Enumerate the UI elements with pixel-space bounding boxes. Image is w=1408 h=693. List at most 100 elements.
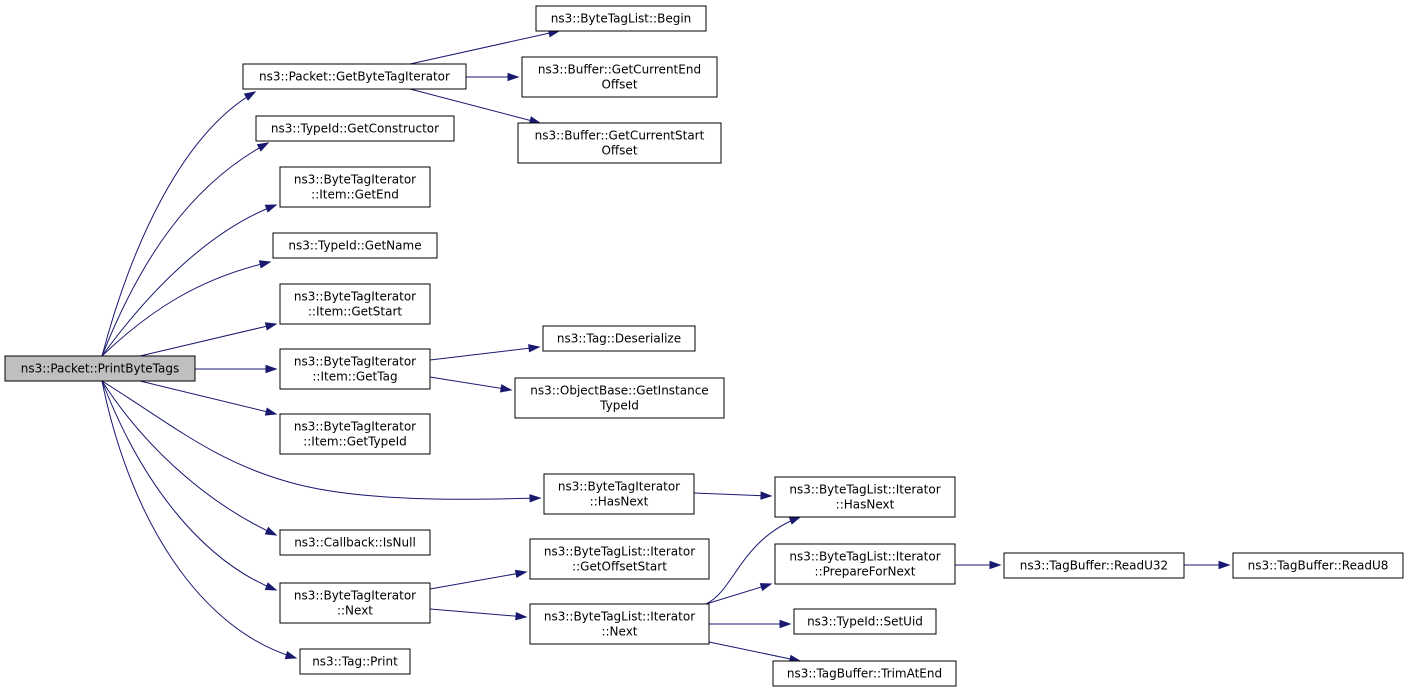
function-node-tagbuffer-read-u8[interactable]: ns3::TagBuffer::ReadU8 [1232,552,1404,579]
node-label: ns3::ObjectBase::GetInstance [530,384,708,398]
node-label: ::HasNext [836,498,895,512]
node-label: ns3::TagBuffer::TrimAtEnd [787,667,942,681]
node-label: Offset [601,78,637,92]
call-edge-list-iterator-next-to-typeid-set-uid [709,619,792,629]
call-edge-print-byte-tags-to-item-get-tag [195,364,278,374]
node-label: ns3::Callback::IsNull [294,536,416,550]
call-edge-list-iterator-prepare-for-next-to-tagbuffer-read-u32 [955,560,1002,570]
node-box [529,603,710,645]
arrowhead [256,142,270,152]
node-box [279,283,431,325]
node-label: ns3::Packet::GetByteTagIterator [259,70,450,84]
arrowhead [779,619,792,629]
node-label: ns3::ByteTagIterator [294,173,416,187]
node-label: ns3::ByteTagIterator [294,355,416,369]
node-box [279,582,431,624]
node-label: ns3::Tag::Print [312,655,398,669]
arrowhead [265,364,278,374]
node-label: ns3::Buffer::GetCurrentStart [535,129,705,143]
function-node-item-get-end[interactable]: ns3::ByteTagIterator::Item::GetEnd [279,166,431,208]
node-label: ns3::ByteTagIterator [294,589,416,603]
node-label: ns3::TypeId::GetConstructor [271,122,439,136]
node-box [242,63,467,90]
node-box [1003,552,1185,579]
arrowhead [499,384,513,393]
call-edge-iterator-has-next-to-list-iterator-has-next [693,491,773,500]
function-node-typeid-get-name[interactable]: ns3::TypeId::GetName [272,232,438,259]
call-edge-item-get-tag-to-objectbase-get-instance-type-id [429,376,513,393]
node-label: ::Item::GetTag [312,370,397,384]
node-box [272,232,438,259]
node-box [535,5,707,32]
node-label: ns3::ByteTagIterator [294,420,416,434]
arrowhead [264,322,278,331]
node-label: ns3::ByteTagList::Iterator [544,545,695,559]
node-label: ns3::Buffer::GetCurrentEnd [538,63,701,77]
node-label: ns3::ByteTagList::Iterator [789,483,940,497]
node-box [279,529,431,556]
node-label: ::Next [601,625,637,639]
node-label: ns3::TypeId::GetName [288,239,421,253]
arrowhead [989,560,1002,570]
node-box [543,473,695,515]
node-label: ::GetOffsetStart [572,560,667,574]
arrowhead [284,651,298,660]
call-edge-iterator-next-to-list-iterator-get-offset-start [429,569,528,590]
node-label: ns3::TagBuffer::ReadU8 [1248,559,1389,573]
node-box [1232,552,1404,579]
function-node-tag-deserialize[interactable]: ns3::Tag::Deserialize [542,325,696,352]
call-edge-print-byte-tags-to-iterator-next [101,380,278,591]
arrowhead [243,91,257,101]
arrowhead [507,72,520,82]
function-node-callback-is-null[interactable]: ns3::Callback::IsNull [279,529,431,556]
function-node-list-iterator-has-next[interactable]: ns3::ByteTagList::Iterator::HasNext [774,476,956,518]
function-node-list-iterator-get-offset-start[interactable]: ns3::ByteTagList::Iterator::GetOffsetSta… [529,538,710,580]
node-box [255,115,455,142]
function-node-get-byte-tag-iterator[interactable]: ns3::Packet::GetByteTagIterator [242,63,467,90]
function-node-get-constructor[interactable]: ns3::TypeId::GetConstructor [255,115,455,142]
arrowhead [529,494,542,503]
function-node-tagbuffer-trim-at-end[interactable]: ns3::TagBuffer::TrimAtEnd [772,660,957,687]
function-node-list-iterator-next[interactable]: ns3::ByteTagList::Iterator::Next [529,603,710,645]
arrowhead [1218,560,1231,570]
arrowhead [515,611,528,621]
function-node-item-get-start[interactable]: ns3::ByteTagIterator::Item::GetStart [279,283,431,325]
node-label: ns3::TagBuffer::ReadU32 [1020,559,1168,573]
call-edge-tagbuffer-read-u32-to-tagbuffer-read-u8 [1184,560,1231,570]
function-node-list-iterator-prepare-for-next[interactable]: ns3::ByteTagList::Iterator::PrepareForNe… [774,543,956,585]
function-node-item-get-tag[interactable]: ns3::ByteTagIterator::Item::GetTag [279,348,431,390]
call-edge-print-byte-tags-to-callback-is-null [101,380,278,536]
arrowhead [788,516,802,525]
node-box [517,122,722,164]
function-node-iterator-next[interactable]: ns3::ByteTagIterator::Next [279,582,431,624]
arrowhead [264,526,278,536]
call-edge-print-byte-tags-to-item-get-type-id [139,380,278,416]
node-label: Offset [601,144,637,158]
call-edge-get-byte-tag-iterator-to-buffer-get-current-end-offset [466,72,520,82]
node-box [542,325,696,352]
call-edge-print-byte-tags-to-tag-print [101,380,298,660]
call-edge-item-get-tag-to-tag-deserialize [429,344,541,361]
node-label: ns3::Tag::Deserialize [557,332,681,346]
node-label: TypeId [599,399,639,413]
node-box [279,348,431,390]
function-node-item-get-type-id[interactable]: ns3::ByteTagIterator::Item::GetTypeId [279,413,431,455]
call-edge-print-byte-tags-to-get-constructor [101,142,270,357]
function-node-typeid-set-uid[interactable]: ns3::TypeId::SetUid [793,608,937,635]
node-label: ::Item::GetStart [308,305,402,319]
function-node-iterator-has-next[interactable]: ns3::ByteTagIterator::HasNext [543,473,695,515]
node-label: ::Next [337,604,373,618]
node-label: ::HasNext [590,495,649,509]
arrowhead [760,491,773,500]
call-edge-list-iterator-next-to-tagbuffer-trim-at-end [708,641,802,663]
node-box [774,543,956,585]
function-node-tag-print[interactable]: ns3::Tag::Print [299,648,411,675]
function-node-tagbuffer-read-u32[interactable]: ns3::TagBuffer::ReadU32 [1003,552,1185,579]
function-node-list-begin[interactable]: ns3::ByteTagList::Begin [535,5,707,32]
call-edge-print-byte-tags-to-item-get-start [139,322,278,357]
node-box [279,166,431,208]
node-box [772,660,957,687]
